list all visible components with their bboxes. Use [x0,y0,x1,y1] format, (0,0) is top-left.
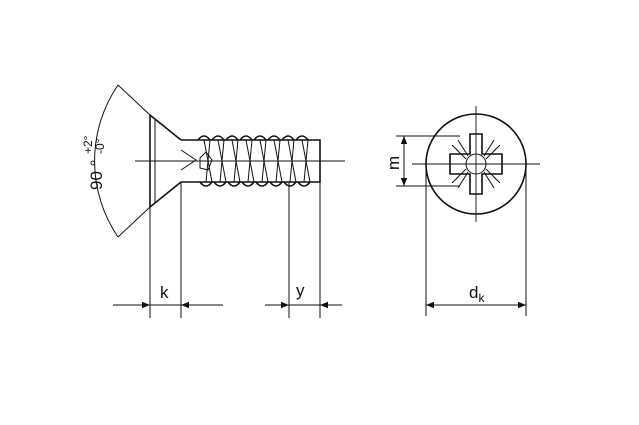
screw-head-top-view [396,106,540,316]
dk-label-sub: k [478,291,485,305]
k-label: k [160,283,169,302]
dk-label: dk [469,283,485,305]
angle-value-label: 90 ° [87,160,106,190]
m-label: m [384,156,403,170]
m-label-group: m [384,156,403,170]
angle-leader-top [117,84,151,116]
angle-tolerance-plus: +2° [81,135,95,154]
angle-tolerance-minus: -0° [93,138,107,154]
dk-label-base: d [469,283,478,302]
angle-label: 90 ° +2° -0° [81,135,107,190]
angle-leader-bottom [117,206,151,238]
screw-side-view [94,84,345,318]
recess-hint [180,149,197,171]
cross-recess [449,133,503,195]
angle-arc [94,84,119,238]
y-label: y [296,281,305,300]
